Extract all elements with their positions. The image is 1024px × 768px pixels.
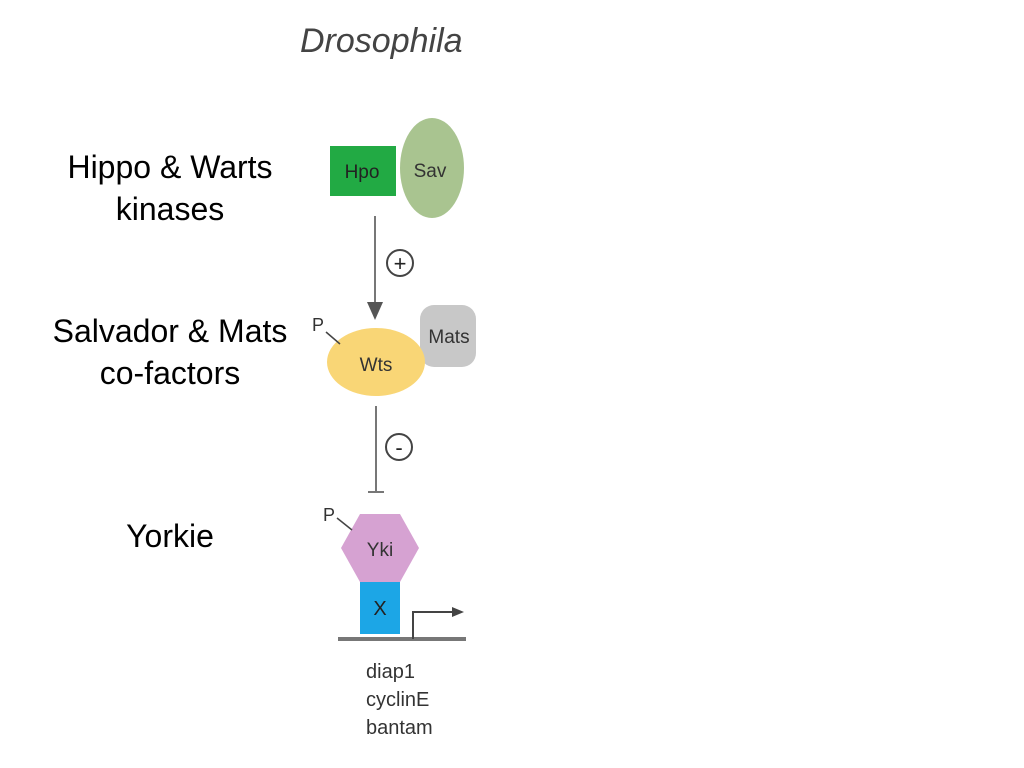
diagram-title: Drosophila [300,22,463,60]
wts-label: Wts [360,355,393,376]
target-gene: bantam [366,717,433,739]
label-line-1: Hippo & Warts [67,149,273,185]
x-label: X [373,598,386,620]
mats-node [420,305,476,367]
hpo-node [330,146,396,196]
phospho-label-yki: P [323,505,335,525]
label-line-2: co-factors [99,355,241,391]
plus-sign-circle [386,249,414,277]
minus-sign: - [395,435,402,460]
sav-node [400,118,464,218]
x-node [360,582,400,634]
label-line-1: Salvador & Mats [52,313,288,349]
transcription-arrowhead [452,607,464,617]
sav-label: Sav [414,161,447,182]
target-gene: cyclinE [366,689,430,711]
plus-sign: + [394,251,407,276]
phospho-link-yki [336,517,353,531]
phospho-label-wts: P [312,315,324,335]
label-line-2: kinases [115,191,225,227]
label-yorkie: Yorkie [126,518,214,554]
yki-node [341,514,419,582]
transcription-arrow [412,611,455,639]
label-hippo-warts-kinases: Hippo & Warts kinases [30,146,310,230]
mats-label: Mats [428,327,469,348]
hpo-label: Hpo [345,162,380,183]
label-salvador-mats-cofactors: Salvador & Mats co-factors [30,310,310,394]
minus-sign-circle [385,433,413,461]
target-gene-list: diap1 cyclinE bantam [366,658,433,742]
phospho-link-wts [325,331,341,345]
wts-node [327,328,425,396]
target-gene: diap1 [366,661,415,683]
yki-label: Yki [367,540,393,561]
